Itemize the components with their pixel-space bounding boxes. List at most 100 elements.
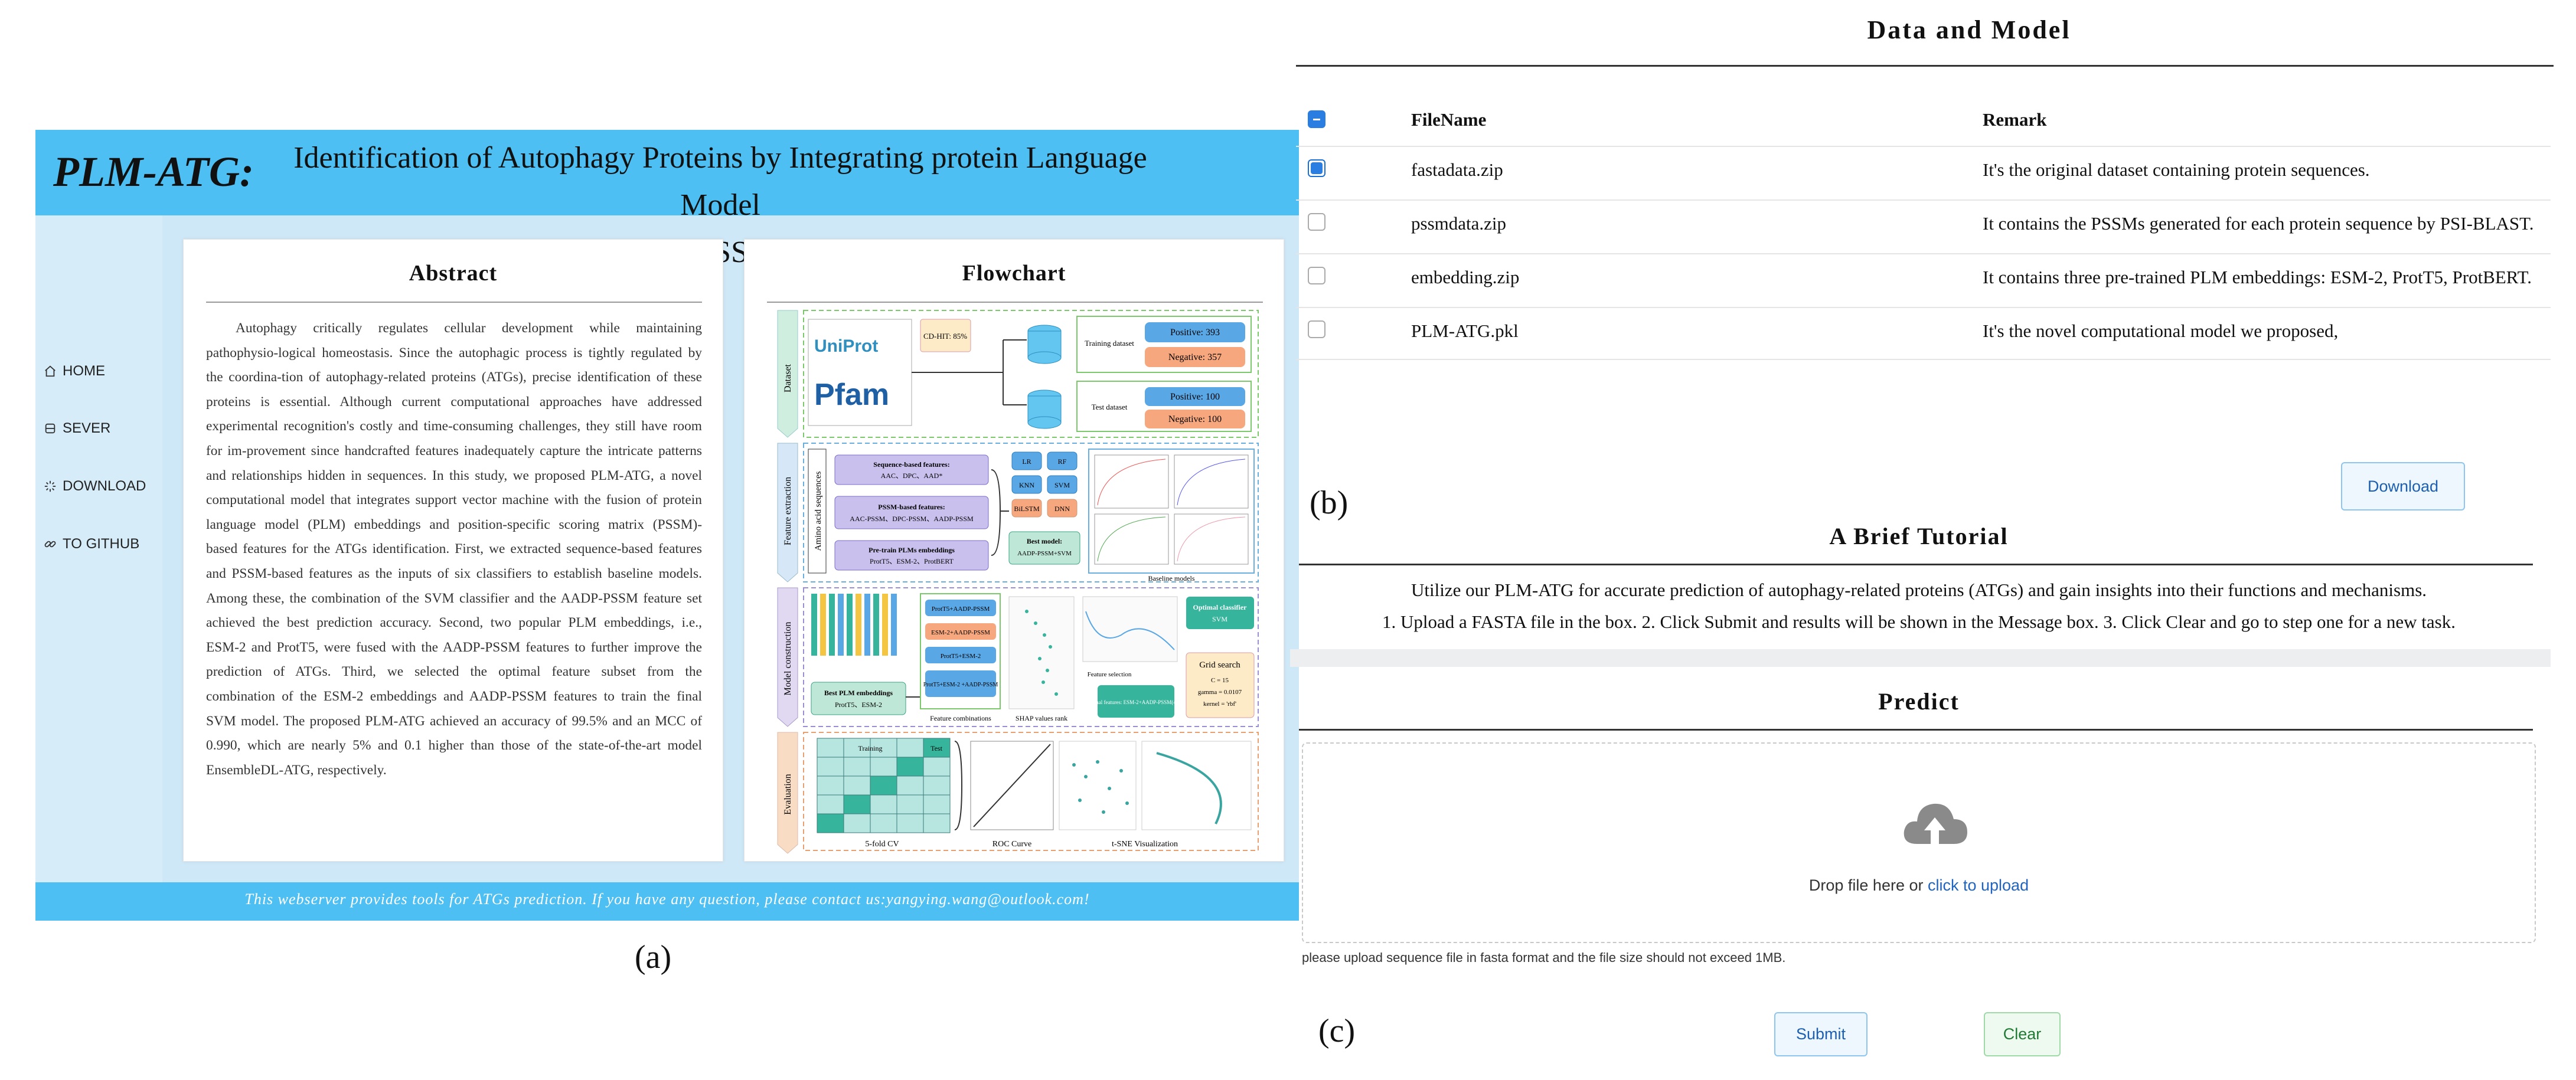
submit-button[interactable]: Submit [1774, 1012, 1867, 1056]
abstract-line: experimental recognition's costly and ti… [206, 418, 702, 434]
database-icon [1027, 325, 1062, 429]
abstract-line: Autophagy critically regulates cellular … [236, 320, 702, 336]
table-row[interactable]: PLM-ATG.pkl It's the novel computational… [1296, 309, 2551, 361]
classifier-grid [1011, 451, 1078, 518]
site-header: PLM-ATG: Identification of Autophagy Pro… [35, 130, 1299, 269]
file-remark: It contains the PSSMs generated for each… [1983, 213, 2534, 234]
stage-label: Evaluation [783, 774, 793, 814]
sidebar-item-label: TO GITHUB [63, 536, 140, 552]
classifier-label: KNN [1019, 481, 1034, 489]
shap-label: SHAP values rank [1016, 714, 1067, 722]
combo-label: ProtT5+AADP-PSSM [932, 606, 990, 613]
plm-title: Pre-train PLMs embeddings [869, 546, 955, 554]
clear-button[interactable]: Clear [1984, 1012, 2061, 1056]
site-logo[interactable]: PLM-ATG: [53, 148, 254, 195]
site-footer: This webserver provides tools for ATGs p… [35, 882, 1299, 921]
divider [767, 302, 1263, 303]
combo-label: ProtT5+ESM-2 [941, 653, 981, 660]
train-positive: Positive: 393 [1170, 328, 1220, 338]
abstract-line: computational model that integrates supp… [206, 492, 702, 508]
file-remark: It contains three pre-trained PLM embedd… [1983, 267, 2532, 287]
test-negative: Negative: 100 [1168, 414, 1222, 424]
webserver-screenshot-panel: PLM-ATG: Identification of Autophagy Pro… [35, 130, 1299, 921]
tsne-label: t-SNE Visualization [1112, 840, 1178, 849]
row-checkbox[interactable] [1308, 159, 1325, 177]
divider [1296, 253, 2551, 254]
panel-caption-a: (a) [635, 939, 672, 976]
tutorial-title: A Brief Tutorial [1829, 523, 2009, 549]
abstract-line: proteins is essential. Although current … [206, 394, 702, 410]
sidebar-item-github[interactable]: TO GITHUB [44, 536, 139, 552]
abstract-line: combination of the ESM-2 embeddings and … [206, 688, 702, 704]
baseline-models-label: Baseline models [1148, 574, 1195, 582]
optimal-classifier-title: Optimal classifier [1193, 603, 1248, 611]
home-icon [45, 365, 55, 377]
file-name: embedding.zip [1411, 267, 1520, 287]
test-positive: Positive: 100 [1170, 392, 1220, 402]
download-icon [44, 480, 56, 492]
sidebar-item-download[interactable]: DOWNLOAD [44, 478, 146, 495]
classifier-label: SVM [1054, 481, 1070, 489]
combo-label: ProtT5+ESM-2 +AADP-PSSM [923, 682, 998, 688]
grid-gamma: gamma = 0.0107 [1198, 689, 1242, 696]
optimal-classifier: SVM [1212, 615, 1227, 623]
feature-combinations-label: Feature combinations [930, 714, 991, 722]
tsne-scatter [1072, 760, 1129, 814]
abstract-line: 0.990, which are nearly 5% and 0.1 highe… [206, 738, 702, 754]
sidebar-item-sever[interactable]: SEVER [44, 420, 110, 437]
abstract-line: the coordina-tion of autophagy-related p… [206, 369, 702, 385]
divider [1296, 65, 2554, 67]
tutorial-intro: Utilize our PLM-ATG for accurate predict… [1411, 580, 2427, 600]
combo-label: ESM-2+AADP-PSSM [931, 629, 990, 636]
data-model-title: Data and Model [1867, 15, 2071, 44]
dropzone-prompt: Drop file here or [1808, 876, 1928, 894]
sidebar-item-label: SEVER [63, 420, 111, 436]
test-dataset-label: Test dataset [1092, 402, 1128, 411]
download-button[interactable]: Download [2341, 462, 2465, 510]
cloud-upload-icon [1904, 803, 1967, 844]
abstract-line: ESM-2 and ProtT5, were fused with the AA… [206, 639, 702, 655]
divider [206, 302, 702, 303]
divider [1299, 564, 2533, 565]
shap-plot [1008, 596, 1075, 709]
cv-label: 5-fold CV [865, 840, 899, 849]
abstract-line: EnsembleDL-ATG, respectively. [206, 762, 387, 778]
row-checkbox[interactable] [1308, 320, 1325, 338]
table-row[interactable]: embedding.zip It contains three pre-trai… [1296, 255, 2551, 307]
click-to-upload-link[interactable]: click to upload [1927, 876, 2029, 894]
sidebar-nav: HOME SEVER DOWNLOAD TO GITHUB [35, 215, 162, 882]
table-row[interactable]: fastadata.zip It's the original dataset … [1296, 148, 2551, 199]
classifier-label: DNN [1054, 505, 1070, 513]
cv-header-test: Test [931, 744, 942, 752]
optimal-features: Optimal features: ESM-2+AADP-PSSM(405D) [1085, 699, 1187, 705]
file-name: fastadata.zip [1411, 159, 1503, 180]
baseline-roc-thumbnails [1094, 454, 1249, 565]
table-row[interactable]: pssmdata.zip It contains the PSSMs gener… [1296, 201, 2551, 253]
upload-hint: please upload sequence file in fasta for… [1302, 950, 1786, 965]
file-name: pssmdata.zip [1411, 213, 1506, 234]
file-remark: It's the novel computational model we pr… [1983, 320, 2339, 341]
dropzone-text: Drop file here or click to upload [1303, 876, 2535, 895]
panel-caption-c: (c) [1318, 1013, 1356, 1049]
link-icon [44, 541, 56, 548]
file-upload-dropzone[interactable]: Drop file here or click to upload [1302, 742, 2536, 943]
roc-label: ROC Curve [992, 840, 1032, 849]
abstract-card: Abstract Autophagy critically regulates … [183, 239, 723, 862]
uniprot-logo: UniProt [814, 336, 878, 356]
select-all-checkbox[interactable] [1308, 110, 1325, 128]
abstract-line: Among these, the combination of the SVM … [206, 590, 702, 606]
divider [1296, 146, 2551, 147]
divider [1296, 307, 2551, 308]
server-icon [45, 423, 55, 434]
abstract-line: achieved the best prediction accuracy. S… [206, 615, 702, 631]
amino-acid-label: Amino acid sequences [814, 471, 823, 551]
seq-features: AAC、DPC、AAD* [881, 472, 943, 480]
row-checkbox[interactable] [1308, 267, 1325, 284]
column-header-filename: FileName [1411, 109, 1487, 130]
seq-features-title: Sequence-based features: [873, 460, 949, 469]
sidebar-item-home[interactable]: HOME [44, 363, 105, 379]
stage-label: Model construction [783, 622, 793, 696]
grid-kernel: kernel = 'rbf' [1203, 701, 1236, 708]
flowchart-card: Flowchart Dataset Feature extraction Mod… [744, 239, 1284, 862]
row-checkbox[interactable] [1308, 213, 1325, 231]
